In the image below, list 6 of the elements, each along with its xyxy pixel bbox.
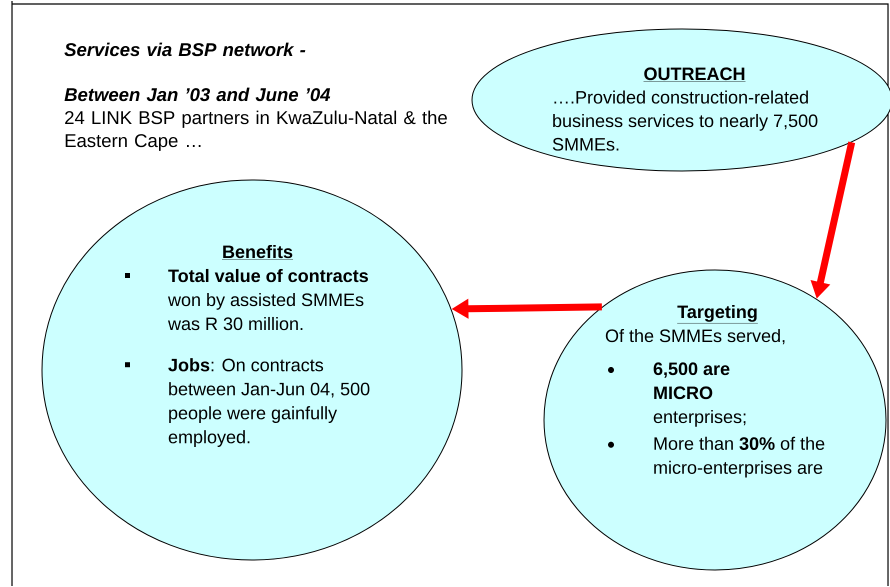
heading-text: Services via BSP network - bbox=[64, 42, 306, 56]
ellipse-bubble: Benefits Total value of contracts won by assisted SMMEs was R 30 million. Jobs: On contracts between Jan-Jun 04, 500 people were gainfully employed. bbox=[42, 180, 462, 560]
ellipse-bubble: Targeting Of the SMMEs served, 6,500 are MICRO enterprises; More than 30% of the micro-enterprises are bbox=[544, 270, 887, 570]
heading-text: Between Jan ’03 and June ’04 bbox=[64, 88, 330, 102]
heading-text: 24 LINK BSP partners in KwaZulu-Natal & the Eastern Cape … bbox=[65, 110, 447, 151]
ellipse-bubble: OUTREACH ….Provided construction-related business services to nearly 7,500 SMMEs. bbox=[472, 28, 890, 172]
